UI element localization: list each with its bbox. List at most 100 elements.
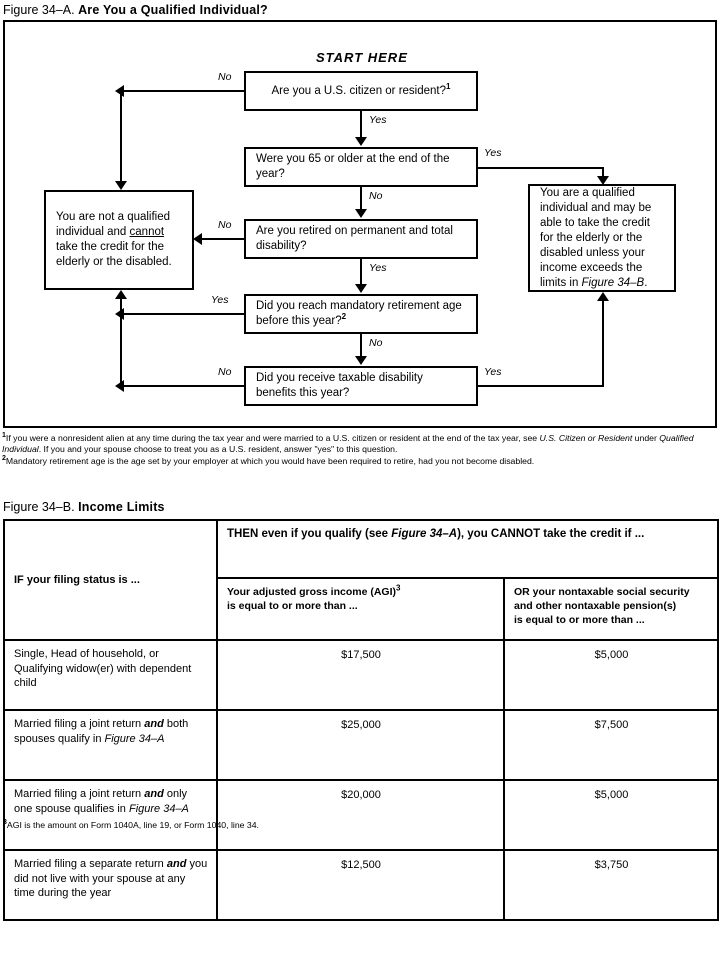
connector-q5-yes-horizontal <box>478 385 604 387</box>
arrow-q3-yes-down <box>355 284 367 293</box>
row-0-status: Single, Head of household, or Qualifying… <box>3 639 218 711</box>
row-0-agi: $17,500 <box>216 639 505 711</box>
figure-a-caption: Figure 34–A. Are You a Qualified Individ… <box>3 3 268 17</box>
question-box-mandatory-retirement-text: Did you reach mandatory retirement age b… <box>256 300 462 327</box>
question-box-taxable-benefits: Did you receive taxable disability benef… <box>244 366 478 406</box>
connector-q3-yes <box>360 259 362 285</box>
footnote-1-italic-1: U.S. Citizen or Resident <box>539 433 633 443</box>
connector-q2-yes-horizontal <box>478 167 604 169</box>
row-1-status: Married filing a joint return and both s… <box>3 709 218 781</box>
connector-q4-yes-horizontal <box>121 313 245 315</box>
question-box-age65: Were you 65 or older at the end of the y… <box>244 147 478 187</box>
connector-q2-no <box>360 187 362 210</box>
connector-q3-no-horizontal <box>200 238 246 240</box>
edge-label-q5-yes: Yes <box>483 366 503 378</box>
result-box-not-qualified-text: You are not a qualified individual and c… <box>56 211 172 268</box>
qualified-figure-reference: Figure 34–B <box>581 276 645 289</box>
figure-b-caption: Figure 34–B. Income Limits <box>3 500 165 514</box>
arrow-q5-no-left <box>115 380 124 392</box>
row-3-agi: $12,500 <box>216 849 505 921</box>
figure-b-caption-label: Figure 34–B. <box>3 500 75 514</box>
figure-a-footnote-2: 2Mandatory retirement age is the age set… <box>2 454 535 466</box>
row-2-nontaxable: $5,000 <box>503 779 719 851</box>
row-3-nontaxable: $3,750 <box>503 849 719 921</box>
figure-a-caption-label: Figure 34–A. <box>3 3 75 17</box>
row-1-nontaxable: $7,500 <box>503 709 719 781</box>
row-3-and-emphasis: and <box>166 858 187 870</box>
figure-b-caption-title: Income Limits <box>78 500 165 514</box>
figure-a-footnotes: 1If you were a nonresident alien at any … <box>2 432 718 467</box>
question-box-citizen: Are you a U.S. citizen or resident?1 <box>244 71 478 111</box>
figure-a-footnote-1: 1If you were a nonresident alien at any … <box>2 432 694 455</box>
connector-q1-no-horizontal <box>121 90 245 92</box>
header-filing-status: IF your filing status is ... <box>3 519 218 641</box>
connector-q1-no-vertical <box>120 90 122 182</box>
row-2-agi: $20,000 <box>216 779 505 851</box>
question-box-mandatory-retirement: Did you reach mandatory retirement age b… <box>244 294 478 334</box>
connector-q1-yes <box>360 111 362 138</box>
figure-b-footnote: 3AGI is the amount on Form 1040A, line 1… <box>3 819 259 830</box>
table-row: Married filing a joint return and only o… <box>3 779 719 851</box>
cannot-emphasis: cannot <box>129 226 165 238</box>
row-2-figure-reference: Figure 34–A <box>128 802 189 815</box>
footnote-1-mark: 1 <box>2 432 6 440</box>
arrow-q1-no-left <box>115 85 124 97</box>
connector-q5-yes-vertical <box>602 301 604 386</box>
connector-q4-no <box>360 334 362 357</box>
row-2-status: Married filing a joint return and only o… <box>3 779 218 851</box>
edge-label-q2-no: No <box>368 190 384 202</box>
header-agi-column: Your adjusted gross income (AGI)3 is equ… <box>216 577 505 641</box>
table-row: Married filing a separate return and you… <box>3 849 719 921</box>
footnote-ref-2: 2 <box>341 312 347 322</box>
table-row: Married filing a joint return and both s… <box>3 709 719 781</box>
footnote-2-mark: 2 <box>2 454 6 462</box>
edge-label-q3-no: No <box>217 219 233 231</box>
footnote-ref-1: 1 <box>446 81 451 91</box>
connector-q5-no-horizontal <box>121 385 245 387</box>
row-1-agi: $25,000 <box>216 709 505 781</box>
connector-q2-yes-vertical <box>602 167 604 178</box>
edge-label-q2-yes: Yes <box>483 147 503 159</box>
row-1-and-emphasis: and <box>144 718 164 730</box>
arrow-q4-yes-left <box>115 308 124 320</box>
result-box-qualified: You are a qualified individual and may b… <box>528 184 676 292</box>
header-nontaxable-column: OR your nontaxable social security and o… <box>503 577 719 641</box>
arrow-q2-yes-down <box>597 176 609 185</box>
edge-label-q4-yes: Yes <box>210 294 230 306</box>
footnote-1-italic-2: Qualified Individual <box>2 433 694 455</box>
arrow-q1-no-down <box>115 181 127 190</box>
row-1-figure-reference: Figure 34–A <box>104 732 165 745</box>
figure-a-caption-title: Are You a Qualified Individual? <box>78 3 268 17</box>
table-header-row-2: Your adjusted gross income (AGI)3 is equ… <box>4 577 719 641</box>
arrow-q3-no-left <box>193 233 202 245</box>
footnote-3-mark: 3 <box>3 819 7 827</box>
row-2-and-emphasis: and <box>144 788 164 800</box>
income-limits-table: IF your filing status is ... THEN even i… <box>3 519 719 921</box>
result-box-qualified-text: You are a qualified individual and may b… <box>540 186 652 289</box>
edge-label-q1-yes: Yes <box>368 114 388 126</box>
edge-label-q1-no: No <box>217 71 233 83</box>
header-then-span: THEN even if you qualify (see Figure 34–… <box>216 519 719 579</box>
edge-label-q5-no: No <box>217 366 233 378</box>
arrow-q4-no-down <box>355 356 367 365</box>
question-box-citizen-text: Are you a U.S. citizen or resident?1 <box>271 81 451 97</box>
result-box-not-qualified: You are not a qualified individual and c… <box>44 190 194 290</box>
row-0-nontaxable: $5,000 <box>503 639 719 711</box>
arrow-q2-no-down <box>355 209 367 218</box>
arrow-q5-yes-up <box>597 292 609 301</box>
connector-left-riser <box>120 299 122 386</box>
footnote-ref-3: 3 <box>396 583 401 593</box>
start-here-label: START HERE <box>316 50 408 65</box>
arrow-left-riser-up <box>115 290 127 299</box>
header-figure-reference: Figure 34–A <box>391 528 458 540</box>
question-box-age65-text: Were you 65 or older at the end of the y… <box>256 153 450 180</box>
question-box-retired-disability-text: Are you retired on permanent and total d… <box>256 225 453 252</box>
table-row: Single, Head of household, or Qualifying… <box>3 639 719 711</box>
table-header-row-1: IF your filing status is ... THEN even i… <box>3 519 719 641</box>
edge-label-q3-yes: Yes <box>368 262 388 274</box>
question-box-taxable-benefits-text: Did you receive taxable disability benef… <box>256 372 423 399</box>
arrow-q1-yes-down <box>355 137 367 146</box>
question-box-retired-disability: Are you retired on permanent and total d… <box>244 219 478 259</box>
row-3-status: Married filing a separate return and you… <box>3 849 218 921</box>
edge-label-q4-no: No <box>368 337 384 349</box>
